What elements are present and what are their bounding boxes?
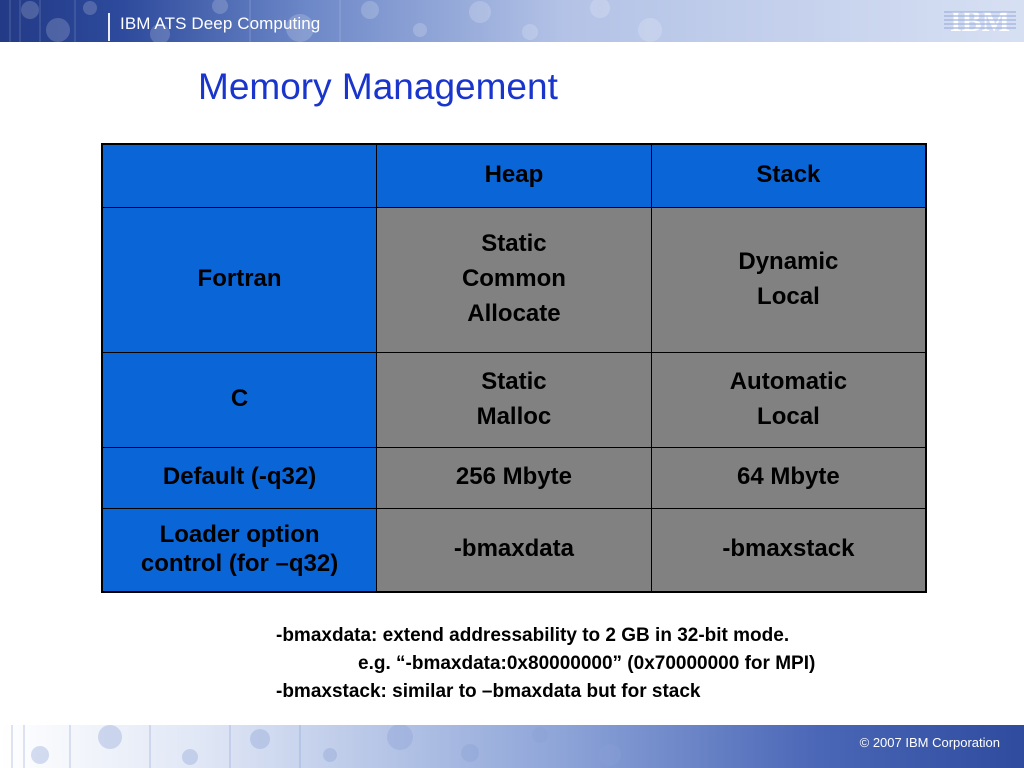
table-header-row: Heap Stack	[101, 143, 927, 208]
table-row: Fortran Static Common Allocate Dynamic L…	[101, 206, 927, 353]
table-row: Default (-q32) 256 Mbyte 64 Mbyte	[101, 446, 927, 509]
memory-table: Heap Stack Fortran Static Common Allocat…	[101, 143, 927, 593]
row-label-c: C	[101, 351, 378, 448]
header-decoration	[9, 0, 662, 42]
note-line: -bmaxstack: similar to –bmaxdata but for…	[276, 681, 701, 702]
header-title: IBM ATS Deep Computing	[120, 14, 321, 33]
c-heap-cell: Static Malloc	[376, 351, 652, 448]
cell-line: Common	[461, 265, 566, 293]
cell-line: Dynamic	[738, 247, 839, 275]
fortran-stack-cell: Dynamic Local	[650, 206, 927, 353]
note-line: -bmaxdata: extend addressability to 2 GB…	[276, 625, 790, 646]
header-banner: IBM ATS Deep Computing IBM	[0, 0, 1024, 42]
cell-line: Automatic	[729, 367, 848, 395]
footer-decoration	[11, 725, 621, 768]
cell-line: Static	[481, 367, 547, 395]
header-divider	[108, 13, 110, 41]
cell-line: Malloc	[476, 402, 552, 430]
cell-line: Static	[481, 230, 547, 258]
ibm-logo-text: IBM	[950, 6, 1010, 36]
loader-heap-cell: -bmaxdata	[376, 507, 652, 593]
default-stack-cell: 64 Mbyte	[650, 446, 927, 509]
row-label-loader-option: Loader option control (for –q32)	[101, 507, 378, 593]
cell-line: Loader option	[159, 520, 320, 548]
ibm-logo: IBM	[944, 6, 1016, 36]
c-stack-cell: Automatic Local	[650, 351, 927, 448]
cell-line: Local	[757, 282, 820, 310]
row-label-default: Default (-q32)	[101, 446, 378, 509]
cell-line: Local	[757, 402, 820, 430]
table-row: C Static Malloc Automatic Local	[101, 351, 927, 448]
footer-banner: © 2007 IBM Corporation	[0, 725, 1024, 768]
fortran-heap-cell: Static Common Allocate	[376, 206, 652, 353]
note-line: e.g. “-bmaxdata:0x80000000” (0x70000000 …	[358, 653, 816, 674]
copyright: © 2007 IBM Corporation	[859, 735, 1000, 750]
header-stack: Stack	[650, 143, 927, 208]
loader-stack-cell: -bmaxstack	[650, 507, 927, 593]
notes: -bmaxdata: extend addressability to 2 GB…	[276, 622, 815, 706]
table-row: Loader option control (for –q32) -bmaxda…	[101, 507, 927, 593]
header-corner-cell	[101, 143, 378, 208]
default-heap-cell: 256 Mbyte	[376, 446, 652, 509]
row-label-fortran: Fortran	[101, 206, 378, 353]
header-heap: Heap	[376, 143, 652, 208]
cell-line: Allocate	[467, 299, 561, 327]
cell-line: control (for –q32)	[140, 549, 339, 577]
slide-title: Memory Management	[198, 66, 558, 107]
